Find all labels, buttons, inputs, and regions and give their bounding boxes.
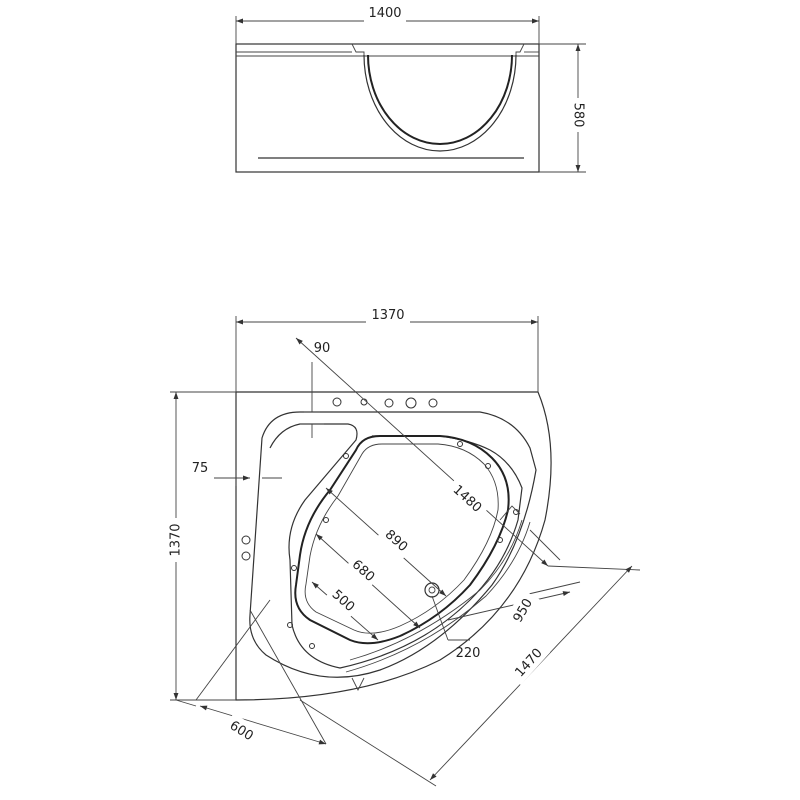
front-elevation-view: 1400 580 [235,6,589,173]
tap-icon [332,397,342,407]
tap-icon [405,397,417,409]
tap-icon [384,398,394,408]
jet-icon [241,551,251,561]
jet-icon [291,565,297,571]
basin-inner-curve [367,54,513,145]
dim-950-line [529,529,561,561]
basin-outer-curve [363,54,517,152]
dim-75-label: 75 [192,461,209,476]
jet-icon [457,441,463,447]
dim-left-label: 1370 [169,523,184,556]
elevation-width-label: 1400 [368,6,401,21]
jet-icon [323,517,329,523]
jet-icon [343,453,349,459]
elevation-outline [235,43,540,173]
jet-icon [287,622,293,628]
elevation-height-label: 580 [571,103,586,128]
jet-icon [309,643,315,649]
jet-icon [241,535,251,545]
dim-220-label: 220 [456,646,481,661]
drain-icon [424,582,440,598]
plan-view: 1370 1370 90 75 1480 890 680 500 [165,308,641,787]
tap-row [332,397,438,409]
tap-icon [428,398,438,408]
dim-top-label: 1370 [371,308,404,323]
dim-1480-line [295,337,549,567]
dim-90-label: 90 [314,341,331,356]
dim-600-line [199,705,327,745]
